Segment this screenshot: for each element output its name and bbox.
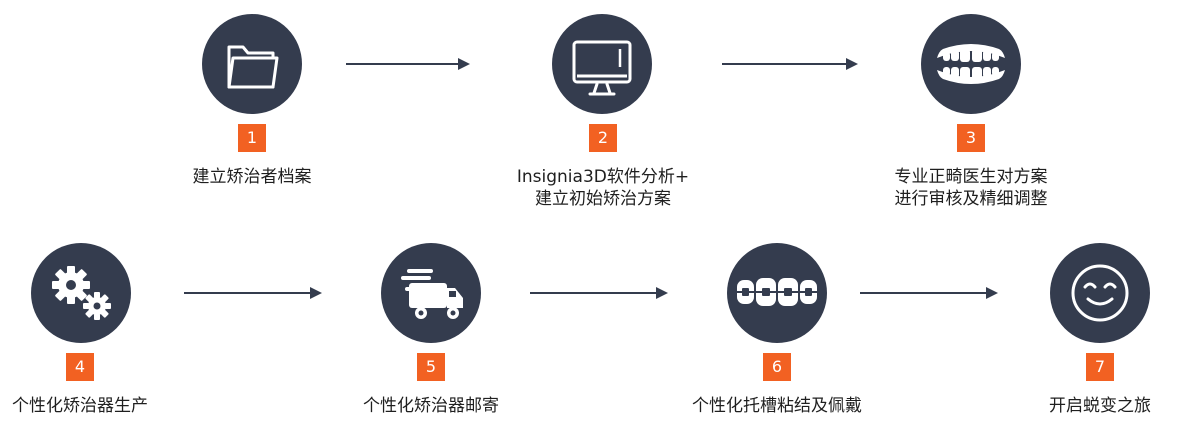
step-2-label-line-1: Insignia3D软件分析+ [516, 167, 690, 187]
step-6-label: 个性化托槽粘结及佩戴 [647, 395, 907, 417]
step-4-badge: 4 [66, 353, 94, 381]
step-3-circle [921, 14, 1021, 114]
step-4-label: 个性化矫治器生产 [0, 395, 210, 417]
gears-icon [52, 266, 111, 320]
monitor-icon [572, 40, 632, 96]
step-5-label: 个性化矫治器邮寄 [301, 395, 561, 417]
step-3-label-line-2: 进行审核及精细调整 [894, 189, 1048, 209]
step-7-label-line-1: 开启蜕变之旅 [1049, 396, 1151, 416]
step-2-label-line-2: 建立初始矫治方案 [535, 189, 671, 209]
step-6-badge: 6 [763, 353, 791, 381]
teeth-icon [937, 44, 1005, 84]
step-7-circle [1050, 243, 1150, 343]
arrow-5-to-6 [530, 287, 668, 299]
step-3-label-line-1: 专业正畸医生对方案 [894, 167, 1048, 187]
step-5-badge: 5 [417, 353, 445, 381]
step-6-circle [727, 243, 827, 343]
step-4-label-line-1: 个性化矫治器生产 [12, 396, 148, 416]
folder-icon [227, 45, 279, 89]
step-3-badge: 3 [957, 124, 985, 152]
step-2-circle [552, 14, 652, 114]
step-1-label-line-1: 建立矫治者档案 [192, 167, 312, 187]
step-5-circle [381, 243, 481, 343]
step-7-badge: 7 [1086, 353, 1114, 381]
step-3-label: 专业正畸医生对方案 进行审核及精细调整 [841, 166, 1101, 210]
smiley-face-icon [1071, 264, 1129, 322]
arrow-2-to-3 [722, 58, 858, 70]
arrow-4-to-5 [184, 287, 322, 299]
step-2-label: Insignia3D软件分析+ 建立初始矫治方案 [473, 166, 733, 210]
step-1-circle [202, 14, 302, 114]
delivery-truck-icon [401, 269, 463, 319]
step-6-label-line-1: 个性化托槽粘结及佩戴 [692, 396, 862, 416]
braces-icon [737, 278, 817, 306]
step-1-badge: 1 [238, 124, 266, 152]
step-4-circle [31, 243, 131, 343]
step-2-badge: 2 [589, 124, 617, 152]
arrow-1-to-2 [346, 58, 470, 70]
step-1-label: 建立矫治者档案 [122, 166, 382, 188]
step-7-label: 开启蜕变之旅 [970, 395, 1200, 417]
step-5-label-line-1: 个性化矫治器邮寄 [363, 396, 499, 416]
arrow-6-to-7 [860, 287, 998, 299]
